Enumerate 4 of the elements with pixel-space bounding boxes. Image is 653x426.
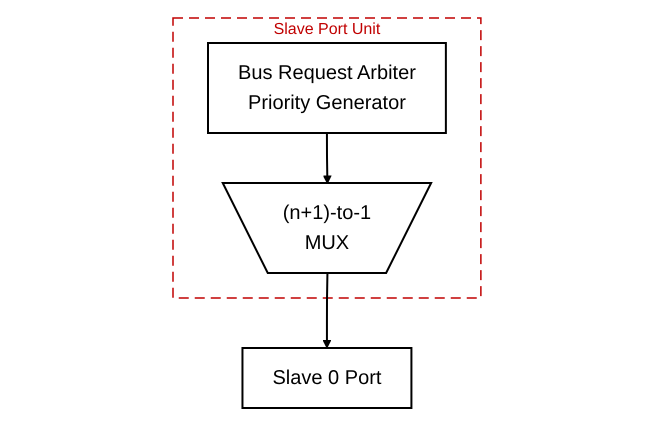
node-box: Slave 0 Port: [241, 347, 412, 409]
arrow: [322, 273, 331, 348]
arrow: [322, 133, 332, 184]
node-box: Bus Request Arbiter Priority Generator: [206, 42, 446, 134]
